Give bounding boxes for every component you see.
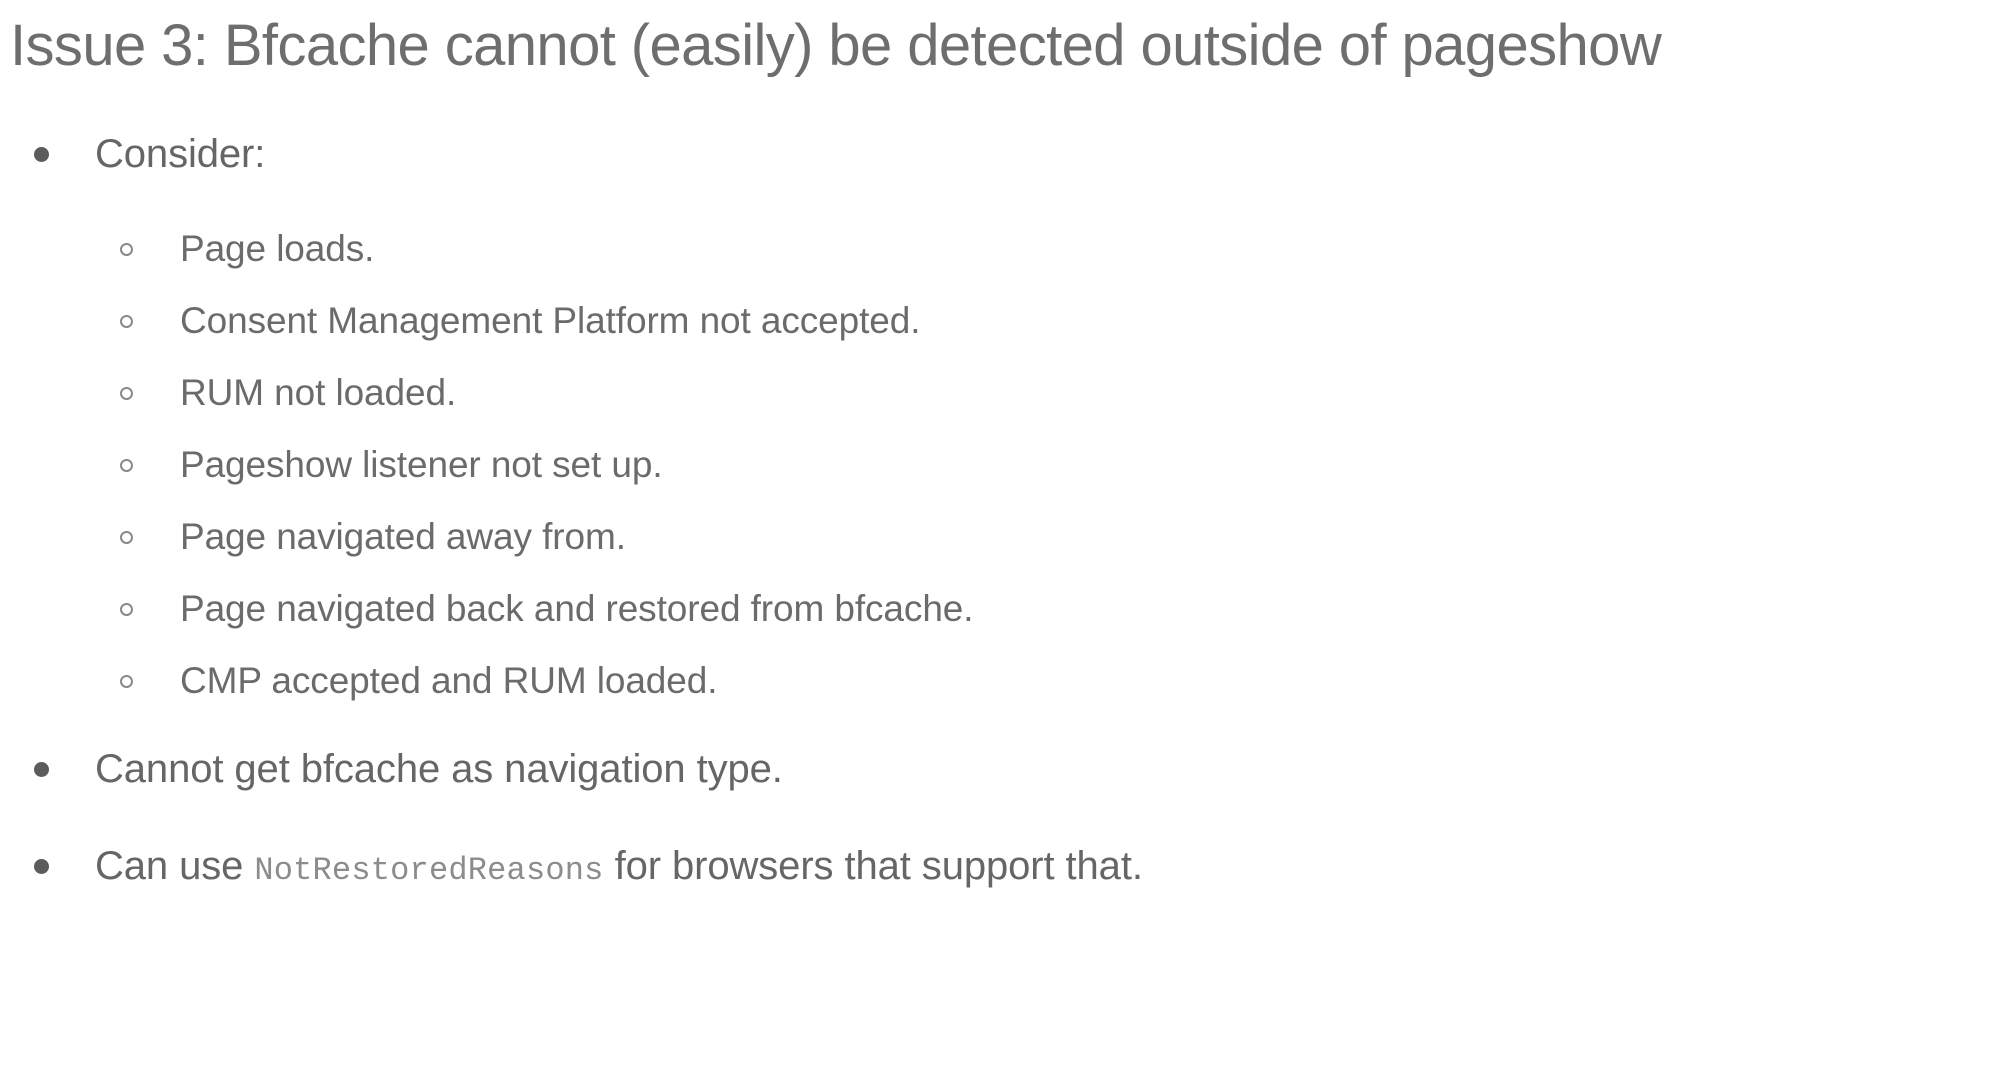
list-item-label: CMP accepted and RUM loaded.	[180, 660, 718, 701]
list-item: Pageshow listener not set up.	[0, 439, 1999, 511]
bullet-list: Consider: Page loads. Consent Management…	[0, 118, 1999, 921]
list-item: Consider:	[0, 126, 1999, 209]
list-item-label: Page loads.	[180, 228, 375, 269]
list-item-text-after-code: for browsers that support that.	[603, 844, 1143, 888]
list-item: Page navigated back and restored from bf…	[0, 583, 1999, 655]
list-item-label: Cannot get bfcache as navigation type.	[95, 747, 783, 791]
list-item: Page loads.	[0, 223, 1999, 295]
list-item-label: RUM not loaded.	[180, 372, 457, 413]
bullet-disc-icon	[0, 126, 95, 182]
page-title: Issue 3: Bfcache cannot (easily) be dete…	[10, 13, 1662, 78]
list-item-label: Consider:	[95, 132, 266, 176]
bullet-circle-icon	[0, 511, 180, 563]
bullet-disc-icon	[0, 741, 95, 797]
list-item-label: Can use NotRestoredReasons for browsers …	[95, 838, 1143, 899]
list-item-label: Consent Management Platform not accepted…	[180, 300, 921, 341]
list-item-label: Page navigated back and restored from bf…	[180, 588, 974, 629]
bullet-disc-icon	[0, 838, 95, 894]
bullet-circle-icon	[0, 223, 180, 275]
list-item: RUM not loaded.	[0, 367, 1999, 439]
inline-code: NotRestoredReasons	[254, 852, 604, 889]
list-item-text-before-code: Can use	[95, 844, 255, 888]
list-item: CMP accepted and RUM loaded.	[0, 655, 1999, 727]
list-item: Page navigated away from.	[0, 511, 1999, 583]
list-item-label: Pageshow listener not set up.	[180, 444, 663, 485]
bullet-circle-icon	[0, 655, 180, 707]
list-item-label: Page navigated away from.	[180, 516, 626, 557]
bullet-circle-icon	[0, 295, 180, 347]
list-item: Cannot get bfcache as navigation type.	[0, 741, 1999, 824]
bullet-circle-icon	[0, 439, 180, 491]
bullet-circle-icon	[0, 367, 180, 419]
list-item: Can use NotRestoredReasons for browsers …	[0, 838, 1999, 921]
list-item: Consent Management Platform not accepted…	[0, 295, 1999, 367]
bullet-circle-icon	[0, 583, 180, 635]
